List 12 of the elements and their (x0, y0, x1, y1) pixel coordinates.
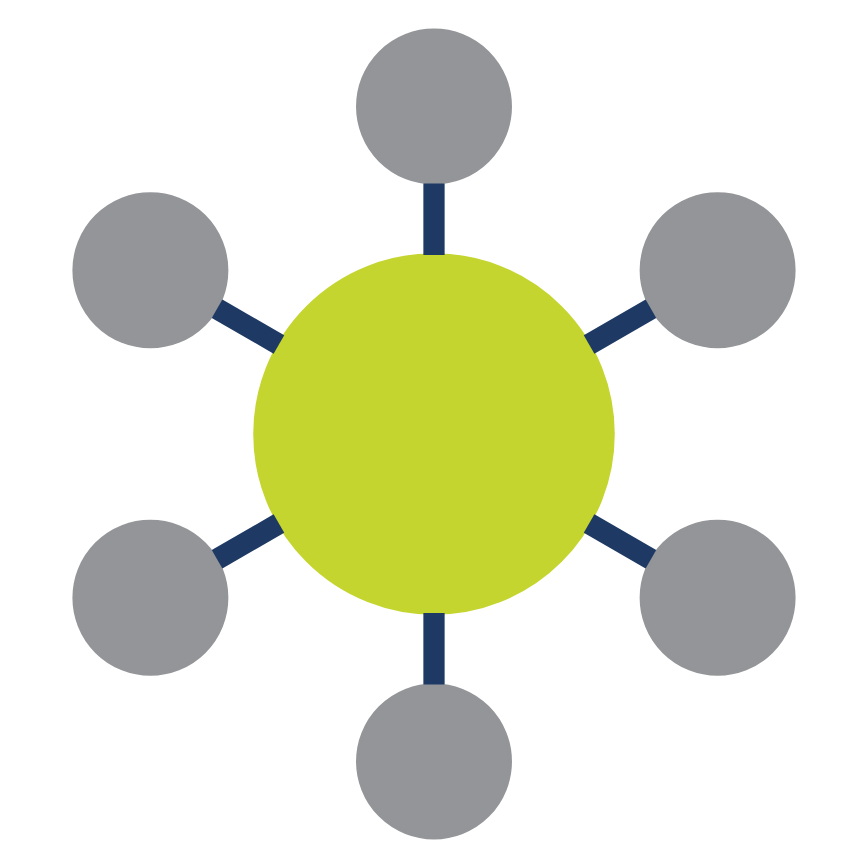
node-circle (638, 192, 795, 349)
connector (210, 514, 284, 569)
node-circle (252, 253, 614, 615)
node-circle (71, 192, 228, 349)
connector (422, 613, 444, 685)
connector (582, 514, 656, 569)
node-circle (638, 519, 795, 676)
node-circle (355, 683, 511, 840)
node-circle (71, 519, 228, 676)
connector (422, 183, 444, 255)
node-circle (355, 28, 511, 185)
connector (210, 299, 284, 354)
